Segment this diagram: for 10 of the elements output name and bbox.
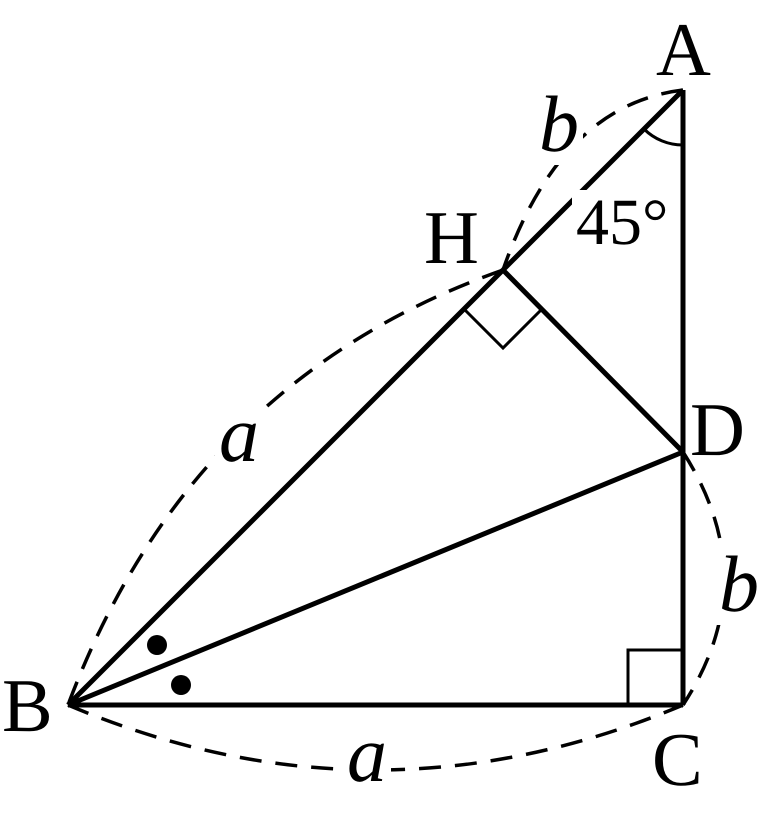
vertex-label: H <box>424 200 479 276</box>
vertex-label: D <box>690 392 745 468</box>
vertex-label: C <box>652 722 703 798</box>
line-segment <box>680 90 686 452</box>
line-segment <box>66 268 505 707</box>
vertex-label: A <box>656 12 711 88</box>
line-segment <box>68 702 683 708</box>
line-segment <box>680 452 686 705</box>
vertex-label: B <box>2 668 53 744</box>
line-segment <box>501 88 685 272</box>
